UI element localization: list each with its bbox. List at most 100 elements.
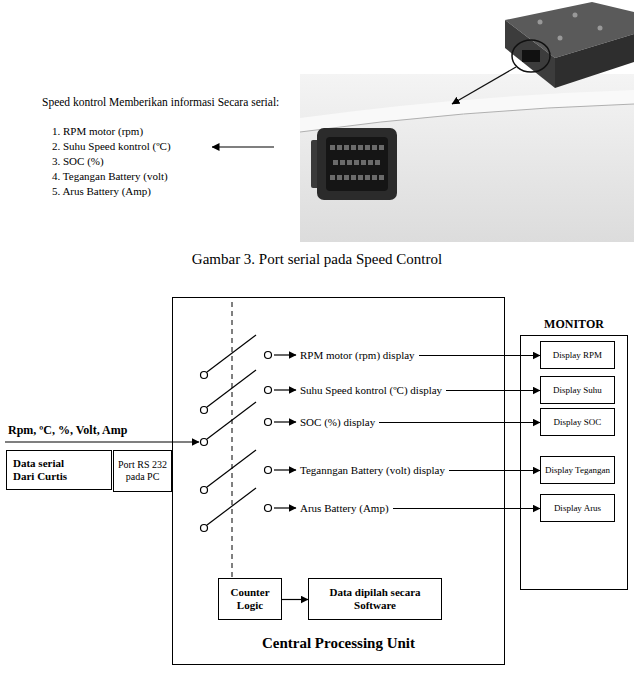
pin [358,145,363,150]
cpu-title: Central Processing Unit [173,634,504,652]
connector-body [317,128,397,200]
pin [375,160,380,165]
output-arrow [274,507,296,508]
display-box: Display Arus [540,494,615,522]
switch-contact [201,487,208,494]
signal-list: Rpm, ºC, %, Volt, Amp [8,423,127,437]
bolt [538,20,543,25]
bolt [573,13,578,18]
signal-line [379,422,505,423]
display-box: Display Suhu [540,376,615,404]
display-text: Display Suhu [553,385,602,396]
pin [337,145,342,150]
signal-line [446,390,505,391]
signal-label: Suhu Speed kontrol (ºC) display [300,384,442,397]
port-box: Port RS 232 pada PC [113,450,172,492]
display-text: Display RPM [553,350,602,361]
pin [337,175,342,180]
pin [365,175,370,180]
pin [379,175,384,180]
list-item: 1. RPM motor (rpm) [52,125,143,138]
pin [330,175,335,180]
display-box: Display Tegangan [540,456,615,484]
pin [340,160,345,165]
intro-text: Speed kontrol Memberikan informasi Secar… [42,96,279,110]
switch-contact [201,525,208,532]
signal-arrow [505,508,540,509]
signal-label: Arus Battery (Amp) [300,502,389,515]
source-box: Data serial Dari Curtis [6,450,112,490]
housing-edge [300,90,634,132]
switch-blade [207,450,256,487]
zoom-arrow [452,67,516,104]
photo-ground [300,74,634,242]
pin [365,145,370,150]
bolt [598,26,603,31]
software-text: Data dipilah secara Software [312,586,438,612]
monitor-box: MONITORDisplay RPMDisplay SuhuDisplay SO… [520,335,628,590]
small-connector [522,50,540,62]
pin [372,145,377,150]
flow-arrow [282,599,308,600]
switch-blade [207,402,256,439]
source-text: Data serial Dari Curtis [13,457,85,483]
display-text: Display Tegangan [545,465,610,476]
figure-caption: Gambar 3. Port serial pada Speed Control [0,250,634,268]
housing-edge-line [300,104,634,132]
connector-socket [326,137,388,191]
pin [361,160,366,165]
switch-contact [265,505,272,512]
switch-blade [207,488,256,525]
connector-pins [330,145,384,180]
signal-line [449,470,505,471]
input-arrow [5,441,199,442]
output-arrow [274,354,296,355]
switches [201,335,272,532]
signal-label: SOC (%) display [300,416,375,429]
list-item: 4. Tegangan Battery (volt) [52,170,168,183]
switch-contact [265,467,272,474]
pin [344,175,349,180]
switch-contact [201,439,208,446]
display-box: Display RPM [540,341,615,369]
signal-arrow [505,422,540,423]
signal-arrow [505,355,540,356]
highlight-circle [512,40,550,72]
display-text: Display Arus [554,503,601,514]
signal-line [393,508,505,509]
pin [368,160,373,165]
pin [379,145,384,150]
pointer-arrow [212,146,274,147]
signal-label: RPM motor (rpm) display [300,349,415,362]
list-item: 2. Suhu Speed kontrol (ºC) [52,140,171,153]
signal-arrow [505,470,540,471]
gang-line [232,302,233,578]
switch-contact [265,419,272,426]
switch-contact [265,387,272,394]
pin [358,175,363,180]
display-text: Display SOC [554,417,602,428]
signal-line [419,355,505,356]
logic-text: Counter Logic [222,586,278,612]
display-box: Display SOC [540,408,615,436]
output-arrow [274,469,296,470]
switch-contact [201,372,208,379]
signal-label: Teganngan Battery (volt) display [300,464,445,477]
switch-blade [207,335,256,372]
pin [354,160,359,165]
software-box: Data dipilah secara Software [308,578,442,620]
pin [372,175,377,180]
switch-blade [207,370,256,407]
pin [347,160,352,165]
pin [330,145,335,150]
logic-box: Counter Logic [218,578,282,620]
list-item: 5. Arus Battery (Amp) [52,185,151,198]
switch-contact [265,352,272,359]
pin [333,160,338,165]
output-arrows [274,355,296,508]
list-item: 3. SOC (%) [52,155,104,168]
controller-front [555,34,634,88]
output-arrow [274,421,296,422]
controller-side [505,20,555,88]
output-arrow [274,389,296,390]
